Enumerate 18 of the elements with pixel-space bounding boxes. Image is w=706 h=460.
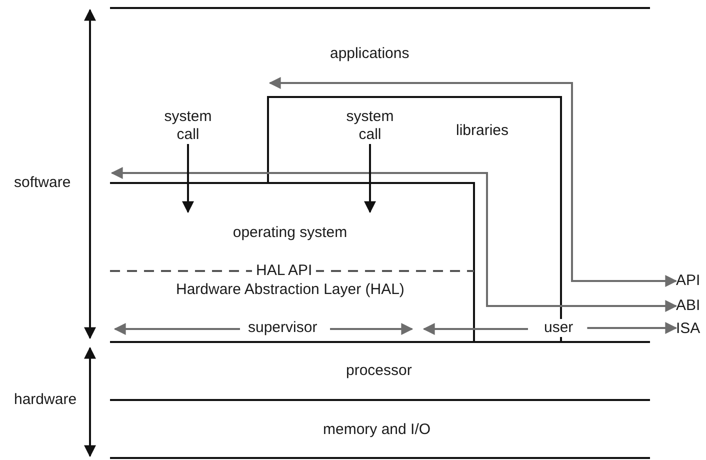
axis-label: hardware <box>13 391 78 409</box>
interface-label: ISA <box>676 320 700 338</box>
layer-label: Hardware Abstraction Layer (HAL) <box>176 281 404 299</box>
call-label: system call <box>342 108 398 144</box>
arrow <box>268 77 678 287</box>
call-label: system call <box>160 108 216 144</box>
layer-label: libraries <box>456 122 509 140</box>
axis-label: software <box>13 174 72 192</box>
arrow <box>364 144 376 214</box>
layer-label: memory and I/O <box>323 421 431 439</box>
layer-label: operating system <box>150 212 430 242</box>
interface-label: API <box>676 272 700 290</box>
arrow <box>587 322 678 334</box>
arrow <box>110 167 678 312</box>
layer-label: processor <box>346 362 412 380</box>
layer-label: applications <box>330 45 410 63</box>
arrow <box>182 144 194 214</box>
interface-label: ABI <box>676 297 700 315</box>
